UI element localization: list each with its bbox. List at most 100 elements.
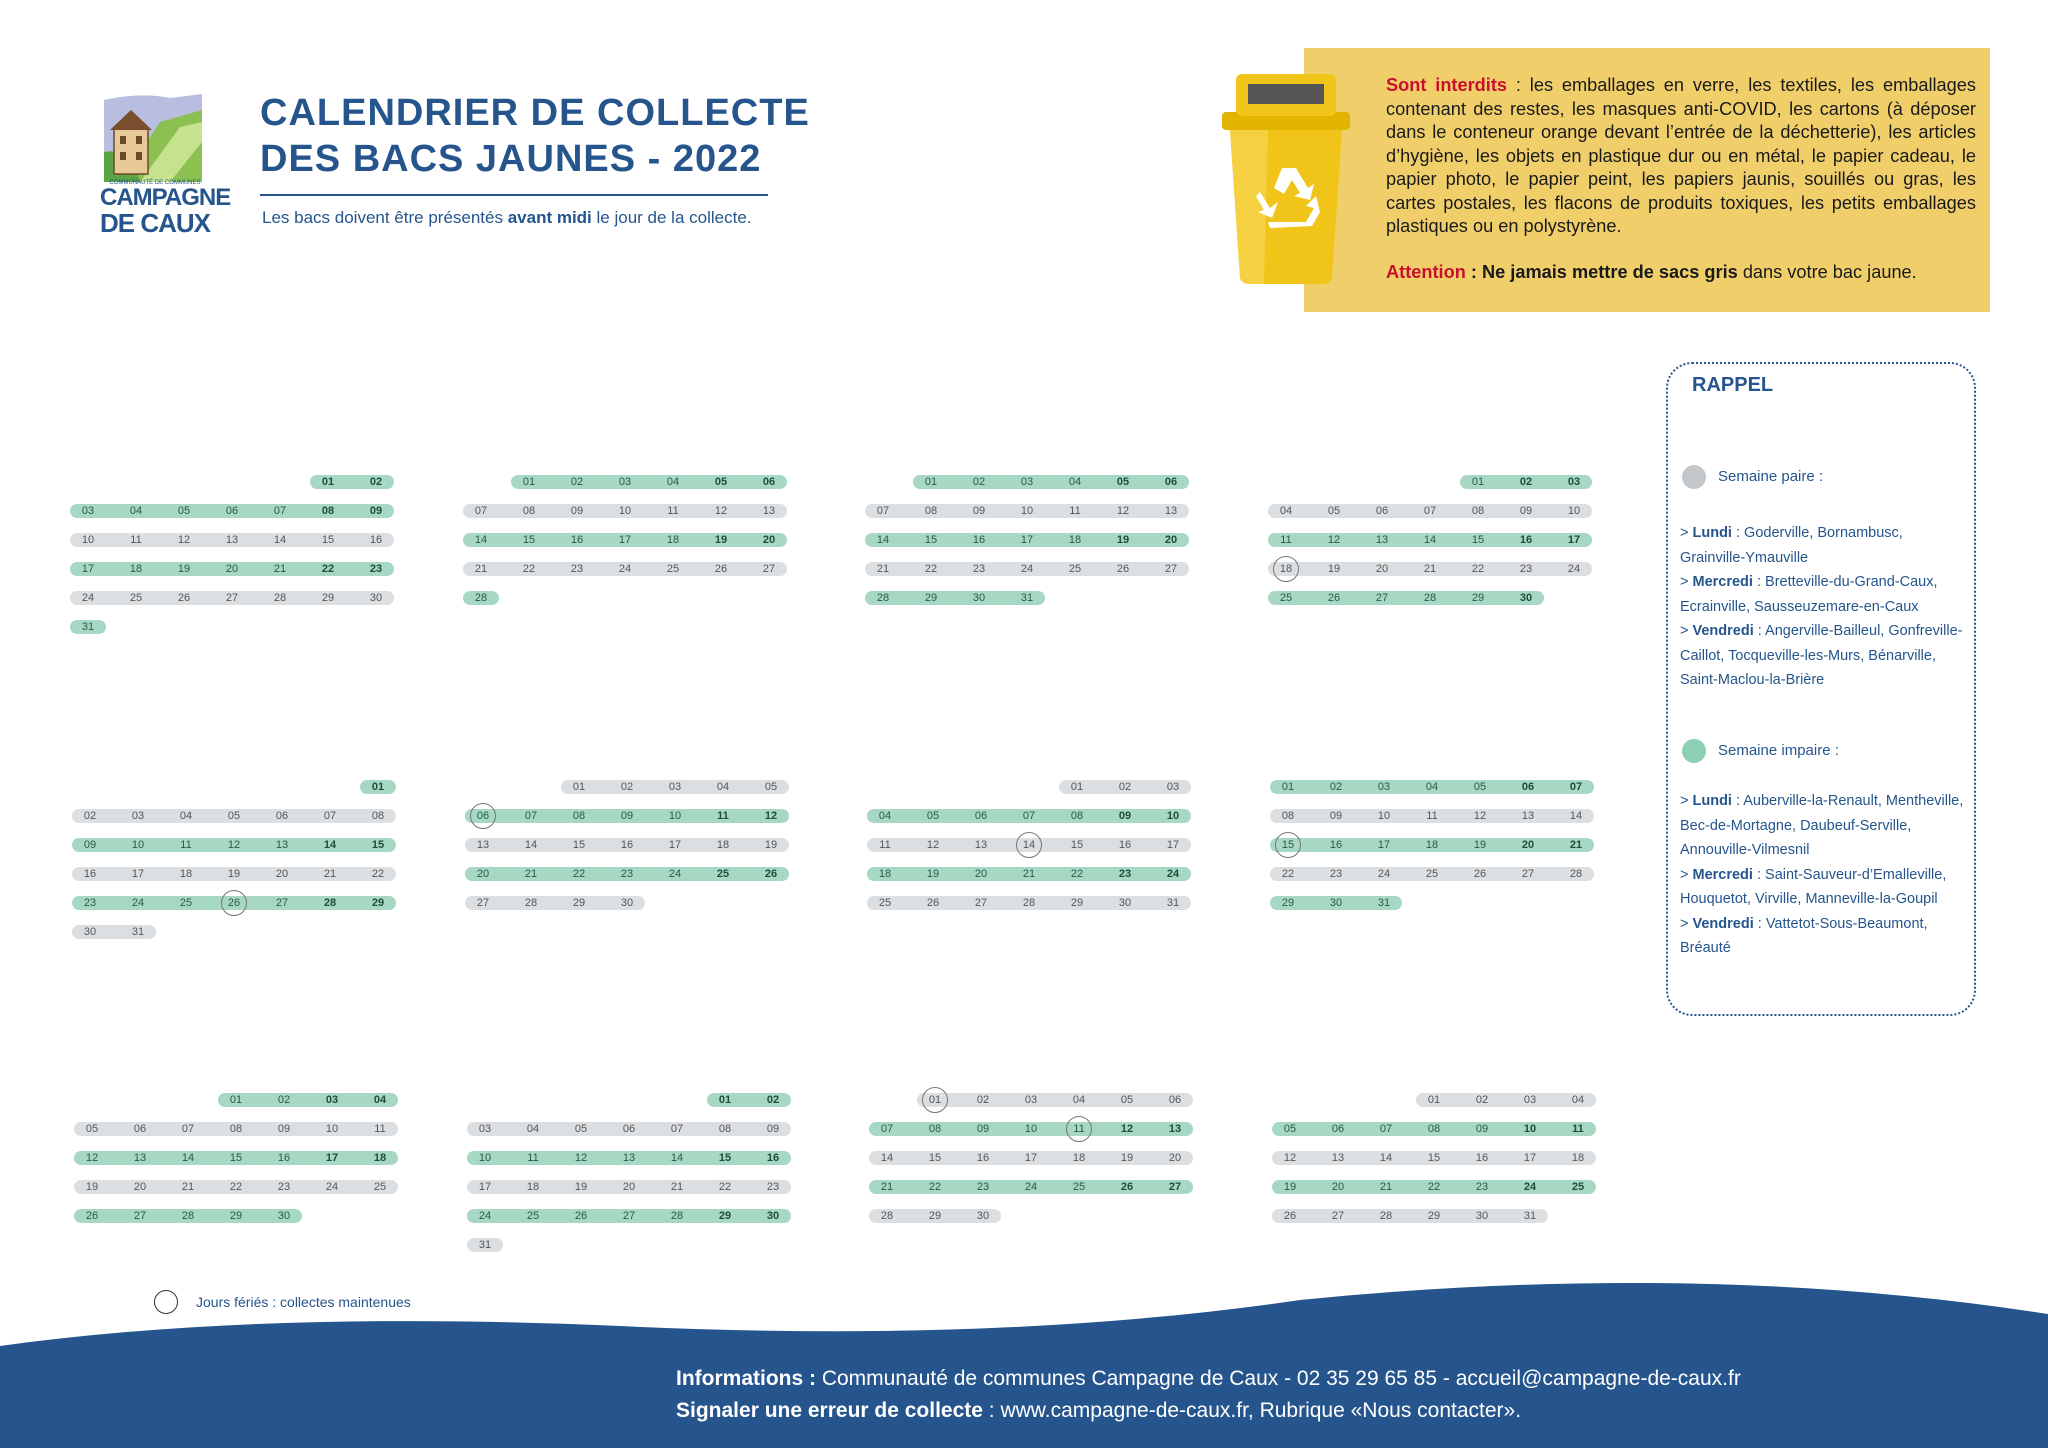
calendar-day: 08	[1471, 505, 1485, 517]
calendar-day: 19	[574, 1181, 588, 1193]
calendar-day: 24	[325, 1181, 339, 1193]
calendar-day: 15	[522, 534, 536, 546]
calendar-day: 10	[81, 534, 95, 546]
calendar-day: 19	[926, 868, 940, 880]
calendar-day: 12	[1327, 534, 1341, 546]
calendar-day: 18	[1072, 1152, 1086, 1164]
calendar-day: 25	[526, 1210, 540, 1222]
calendar-day: 30	[976, 1210, 990, 1222]
calendar-day: 25	[666, 563, 680, 575]
calendar-day: 28	[524, 897, 538, 909]
calendar-day: 06	[762, 476, 776, 488]
no-collection-week-bar	[467, 1180, 791, 1194]
calendar-day: 22	[522, 563, 536, 575]
calendar-day: 18	[179, 868, 193, 880]
even-week-label: Semaine paire :	[1718, 468, 1824, 485]
calendar-day: 26	[85, 1210, 99, 1222]
calendar-day: 02	[277, 1094, 291, 1106]
calendar-day: 29	[371, 897, 385, 909]
calendar-day: 03	[1567, 476, 1581, 488]
calendar-day: 14	[1569, 810, 1583, 822]
calendar-day: 15	[321, 534, 335, 546]
calendar-day: 02	[1475, 1094, 1489, 1106]
calendar-day: 04	[129, 505, 143, 517]
calendar-day: 16	[83, 868, 97, 880]
holiday-circle-icon	[922, 1087, 948, 1113]
calendar-day: 05	[1327, 505, 1341, 517]
calendar-day: 04	[1072, 1094, 1086, 1106]
holiday-circle-icon	[221, 890, 247, 916]
calendar-day: 18	[878, 868, 892, 880]
calendar-day: 13	[275, 839, 289, 851]
calendar-day: 31	[131, 926, 145, 938]
calendar-day: 12	[227, 839, 241, 851]
calendar-day: 21	[524, 868, 538, 880]
calendar-day: 29	[924, 592, 938, 604]
no-collection-week-bar	[70, 591, 394, 605]
calendar-day: 27	[622, 1210, 636, 1222]
collection-week-bar	[70, 562, 394, 576]
calendar-day: 15	[572, 839, 586, 851]
calendar-day: 20	[476, 868, 490, 880]
calendar-day: 01	[1281, 781, 1295, 793]
calendar-day: 17	[1024, 1152, 1038, 1164]
calendar-day: 25	[1068, 563, 1082, 575]
calendar-day: 04	[1425, 781, 1439, 793]
calendar-day: 12	[764, 810, 778, 822]
calendar-day: 07	[1379, 1123, 1393, 1135]
no-collection-week-bar	[867, 896, 1191, 910]
calendar-day: 26	[926, 897, 940, 909]
calendar-day: 26	[1327, 592, 1341, 604]
collection-week-bar	[467, 1209, 791, 1223]
calendar-day: 11	[1426, 810, 1438, 822]
calendar-day: 16	[277, 1152, 291, 1164]
calendar-day: 03	[1523, 1094, 1537, 1106]
calendar-day: 16	[976, 1152, 990, 1164]
calendar-day: 07	[181, 1123, 195, 1135]
calendar-day: 05	[1473, 781, 1487, 793]
calendar-day: 20	[1521, 839, 1535, 851]
calendar-day: 29	[718, 1210, 732, 1222]
calendar-day: 14	[474, 534, 488, 546]
calendar-day: 10	[131, 839, 145, 851]
calendar-day: 17	[1166, 839, 1180, 851]
calendar-day: 12	[574, 1152, 588, 1164]
calendar-day: 12	[177, 534, 191, 546]
no-collection-week-bar	[865, 504, 1189, 518]
footer-info: Informations : Communauté de communes Ca…	[676, 1367, 1741, 1390]
calendar-day: 14	[670, 1152, 684, 1164]
calendar-day: 26	[764, 868, 778, 880]
calendar-day: 28	[181, 1210, 195, 1222]
title-divider	[260, 194, 768, 196]
calendar-day: 15	[1427, 1152, 1441, 1164]
attention-text: Attention : Ne jamais mettre de sacs gri…	[1386, 262, 1917, 282]
calendar-day: 25	[373, 1181, 387, 1193]
calendar-day: 02	[1519, 476, 1533, 488]
even-week-list: > Lundi : Goderville, Bornambusc, Grainv…	[1680, 521, 1970, 693]
calendar-day: 04	[1279, 505, 1293, 517]
no-collection-week-bar	[561, 780, 789, 794]
calendar-day: 27	[1521, 868, 1535, 880]
calendar-day: 08	[1427, 1123, 1441, 1135]
calendar-day: 21	[670, 1181, 684, 1193]
calendar-day: 19	[177, 563, 191, 575]
calendar-day: 25	[1279, 592, 1293, 604]
calendar-day: 17	[1567, 534, 1581, 546]
calendar-day: 11	[1280, 534, 1292, 546]
odd-week-dot-icon	[1682, 739, 1706, 763]
calendar-day: 22	[229, 1181, 243, 1193]
no-collection-week-bar	[1268, 504, 1592, 518]
collection-week-bar	[867, 809, 1191, 823]
calendar-day: 18	[129, 563, 143, 575]
calendar-day: 09	[1329, 810, 1343, 822]
calendar-day: 10	[1523, 1123, 1537, 1135]
calendar-day: 23	[1118, 868, 1132, 880]
calendar-day: 07	[1022, 810, 1036, 822]
calendar-day: 30	[620, 897, 634, 909]
calendar-day: 12	[1473, 810, 1487, 822]
calendar-day: 02	[369, 476, 383, 488]
calendar-day: 23	[1475, 1181, 1489, 1193]
calendar-day: 01	[924, 476, 938, 488]
calendar-day: 09	[1118, 810, 1132, 822]
calendar-day: 15	[1070, 839, 1084, 851]
